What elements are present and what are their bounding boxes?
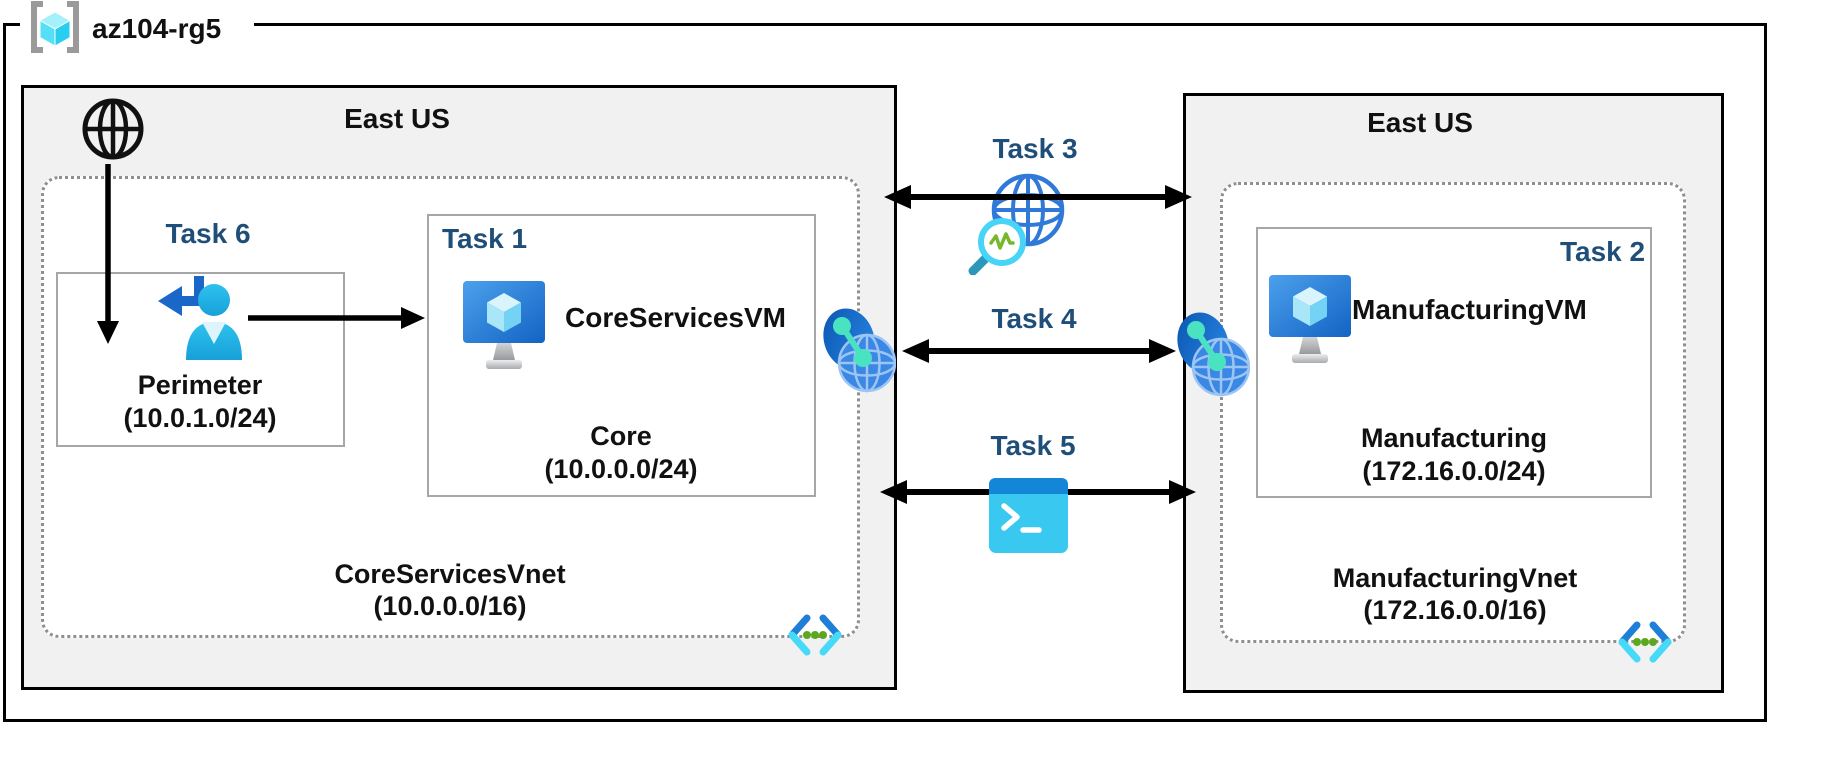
- perimeter-subnet-name: Perimeter: [137, 370, 263, 400]
- manufacturing-subnet-name: Manufacturing: [1361, 423, 1547, 453]
- user-sign-in-icon: [150, 276, 250, 362]
- core-vm-icon: [462, 280, 546, 376]
- manufacturing-vm-icon: [1268, 274, 1352, 370]
- network-watcher-icon: [965, 170, 1070, 275]
- manufacturing-vnet-name: ManufacturingVnet: [1332, 563, 1578, 593]
- core-vnet-icon: [786, 611, 844, 659]
- internet-globe-icon: [80, 96, 146, 162]
- core-vnet-label: CoreServicesVnet (10.0.0.0/16): [334, 558, 565, 622]
- task1-label: Task 1: [442, 223, 528, 254]
- core-vm-label: CoreServicesVM: [565, 302, 787, 333]
- right-peering-icon: [1176, 310, 1250, 398]
- task1-box: [427, 214, 816, 497]
- core-subnet-name: Core: [590, 421, 652, 451]
- resource-group-label: az104-rg5: [92, 13, 222, 44]
- perimeter-subnet-label: Perimeter (10.0.1.0/24): [123, 369, 276, 435]
- resource-group-box: [3, 23, 1767, 722]
- manufacturing-subnet-label: Manufacturing (172.16.0.0/24): [1361, 422, 1547, 488]
- task5-label: Task 5: [990, 430, 1076, 461]
- right-region-label: East US: [1367, 107, 1473, 138]
- resource-group-icon: [26, 0, 84, 54]
- manufacturing-subnet-cidr: (172.16.0.0/24): [1362, 456, 1546, 486]
- perimeter-subnet-cidr: (10.0.1.0/24): [123, 403, 277, 433]
- manufacturing-vm-label: ManufacturingVM: [1352, 294, 1587, 325]
- left-peering-icon: [822, 306, 896, 394]
- task6-label: Task 6: [165, 218, 251, 249]
- left-region-label: East US: [344, 103, 450, 134]
- manufacturing-vnet-cidr: (172.16.0.0/16): [1363, 595, 1547, 625]
- cloud-shell-icon: [989, 478, 1068, 553]
- core-vnet-cidr: (10.0.0.0/16): [373, 591, 527, 621]
- manufacturing-vnet-icon: [1616, 618, 1674, 666]
- core-subnet-label: Core (10.0.0.0/24): [544, 420, 697, 486]
- manufacturing-vnet-label: ManufacturingVnet (172.16.0.0/16): [1333, 562, 1578, 626]
- task4-label: Task 4: [991, 303, 1077, 334]
- core-subnet-cidr: (10.0.0.0/24): [544, 454, 698, 484]
- task3-label: Task 3: [992, 133, 1078, 164]
- core-vnet-name: CoreServicesVnet: [334, 559, 566, 589]
- task2-label: Task 2: [1560, 236, 1646, 267]
